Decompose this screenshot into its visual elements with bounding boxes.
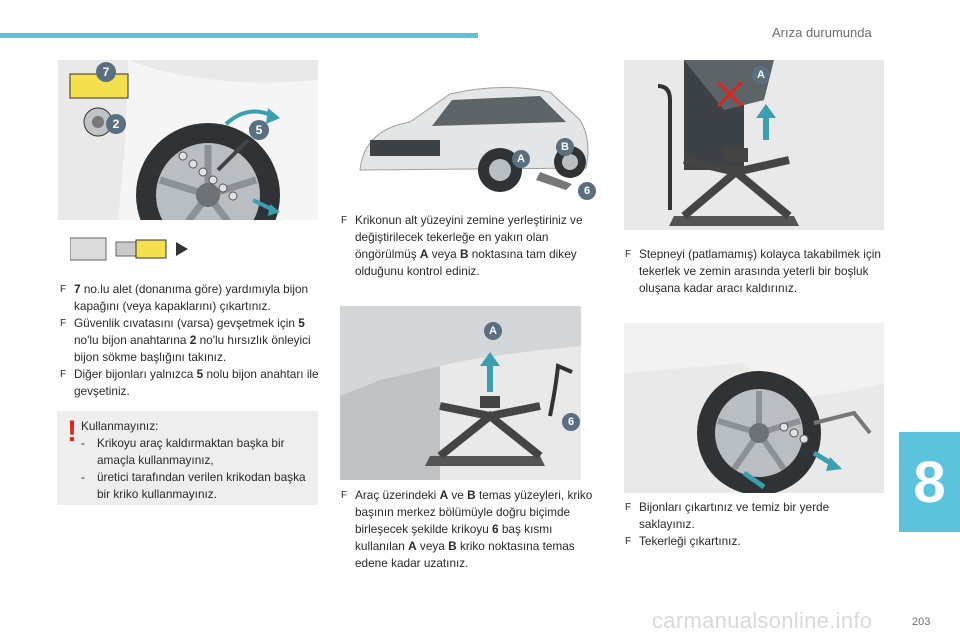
warning-text: Kullanmayınız: -Krikoyu araç kaldırmakta… xyxy=(81,418,311,503)
ref-letter: B xyxy=(448,539,457,553)
text-fragment: kriko noktasına temas edene kadar uzatın… xyxy=(355,539,575,570)
text-fragment: ve xyxy=(448,488,468,502)
col2-item-1: F Krikonun alt yüzeyini zemine yerleştiri… xyxy=(341,212,597,280)
text-fragment: no'lu hırsızlık önleyici bijon sökme baş… xyxy=(74,333,311,364)
callout-A: A xyxy=(512,150,530,168)
callout-A: A xyxy=(484,322,502,340)
ref-letter: A xyxy=(408,539,417,553)
bullet-marker: F xyxy=(60,284,67,295)
chapter-tab: 8 xyxy=(899,432,960,532)
dash-marker: - xyxy=(81,436,85,450)
col2-instruction-2: F Araç üzerindeki A ve B temas yüzeyleri,… xyxy=(341,487,597,572)
header-accent-bar xyxy=(0,33,478,38)
figure-jack-under-car xyxy=(340,306,581,480)
bullet-marker: F xyxy=(625,536,632,547)
figure-tool-strip xyxy=(70,232,190,266)
col3-instruction-1: F Stepneyi (patlamamış) kolayca takabilme… xyxy=(625,246,881,297)
callout-5: 5 xyxy=(249,120,269,140)
ref-number: 7 xyxy=(74,282,81,296)
figure-car-jack-points xyxy=(340,60,598,200)
text-fragment: Diğer bijonları yalnızca xyxy=(74,367,197,381)
bullet-marker: F xyxy=(60,369,67,380)
text-fragment: baş kısmı kullanılan xyxy=(355,522,553,553)
col3-item-2: F Bijonları çıkartınız ve temiz bir yerde… xyxy=(625,499,881,533)
warning-bullet-1: -Krikoyu araç kaldırmaktan başka bir ama… xyxy=(81,435,311,469)
warning-bullet-2: -üretici tarafından verilen krikodan baş… xyxy=(81,469,311,503)
text-fragment: no'lu bijon anahtarına xyxy=(74,333,190,347)
warning-box: ! Kullanmayınız: -Krikoyu araç kaldırmak… xyxy=(57,411,318,505)
text-fragment: temas yüzeyleri, kriko başının merkez bö… xyxy=(355,488,593,536)
ref-number: 2 xyxy=(189,333,197,347)
col3-item-3-text: Tekerleği çıkartınız. xyxy=(639,534,741,548)
callout-7: 7 xyxy=(96,62,116,82)
text-fragment: Krikonun alt yüzeyini zemine yerleştirin… xyxy=(355,213,583,261)
col3-item-1-text: Stepneyi (patlamamış) kolayca takabilmek… xyxy=(639,247,881,295)
col3-item-2-text: Bijonları çıkartınız ve temiz bir yerde … xyxy=(639,500,830,531)
ref-number: 5 xyxy=(298,316,305,330)
dash-marker: - xyxy=(81,470,85,484)
text-fragment: Güvenlik cıvatasını (varsa) gevşetmek iç… xyxy=(74,316,299,330)
bullet-marker: F xyxy=(625,249,632,260)
callout-6: 6 xyxy=(562,413,580,431)
ref-letter: B xyxy=(459,247,469,261)
bullet-marker: F xyxy=(341,490,348,501)
ref-number: 6 xyxy=(492,522,499,536)
ref-letter: B xyxy=(467,488,476,502)
callout-2: 2 xyxy=(106,114,126,134)
warning-bullet-text: Krikoyu araç kaldırmaktan başka bir amaç… xyxy=(97,436,285,467)
col1-item-3: F Diğer bijonları yalnızca 5 nolu bijon a… xyxy=(60,366,322,400)
page-number: 203 xyxy=(912,616,931,628)
text-fragment: veya xyxy=(416,539,449,553)
callout-A: A xyxy=(752,66,770,84)
watermark: carmanualsonline.info xyxy=(652,608,873,633)
figure-jack-lifting xyxy=(624,60,884,230)
ref-letter: A xyxy=(419,247,429,261)
figure-wheel-bolts xyxy=(58,60,318,220)
col3-instruction-2: F Bijonları çıkartınız ve temiz bir yerde… xyxy=(625,499,881,550)
warning-icon: ! xyxy=(67,415,77,448)
text-fragment: veya xyxy=(428,247,460,261)
col2-item-2: F Araç üzerindeki A ve B temas yüzeyleri,… xyxy=(341,487,597,572)
col3-item-3: F Tekerleği çıkartınız. xyxy=(625,533,881,550)
warning-title: Kullanmayınız: xyxy=(81,419,159,433)
col1-item-1-text: no.lu alet (donanıma göre) yardımıyla bi… xyxy=(74,282,309,313)
bullet-marker: F xyxy=(341,215,348,226)
ref-number: 5 xyxy=(196,367,204,381)
text-fragment: Araç üzerindeki xyxy=(355,488,440,502)
bullet-marker: F xyxy=(60,318,67,329)
col1-item-2: F Güvenlik cıvatasını (varsa) gevşetmek i… xyxy=(60,315,322,366)
col3-item-1: F Stepneyi (patlamamış) kolayca takabilme… xyxy=(625,246,881,297)
bullet-marker: F xyxy=(625,502,632,513)
ref-letter: A xyxy=(439,488,449,502)
text-fragment: noktasına tam dikey olduğunu kontrol edi… xyxy=(355,247,577,278)
figure-wheel-removal xyxy=(624,323,884,493)
warning-bullet-text: üretici tarafından verilen krikodan başk… xyxy=(97,470,306,501)
section-title: Arıza durumunda xyxy=(772,25,872,40)
text-fragment: nolu bijon anahtarı ile gevşetiniz. xyxy=(74,367,319,398)
callout-6: 6 xyxy=(578,182,596,200)
col2-instruction-1: F Krikonun alt yüzeyini zemine yerleştiri… xyxy=(341,212,597,280)
callout-B: B xyxy=(556,138,574,156)
